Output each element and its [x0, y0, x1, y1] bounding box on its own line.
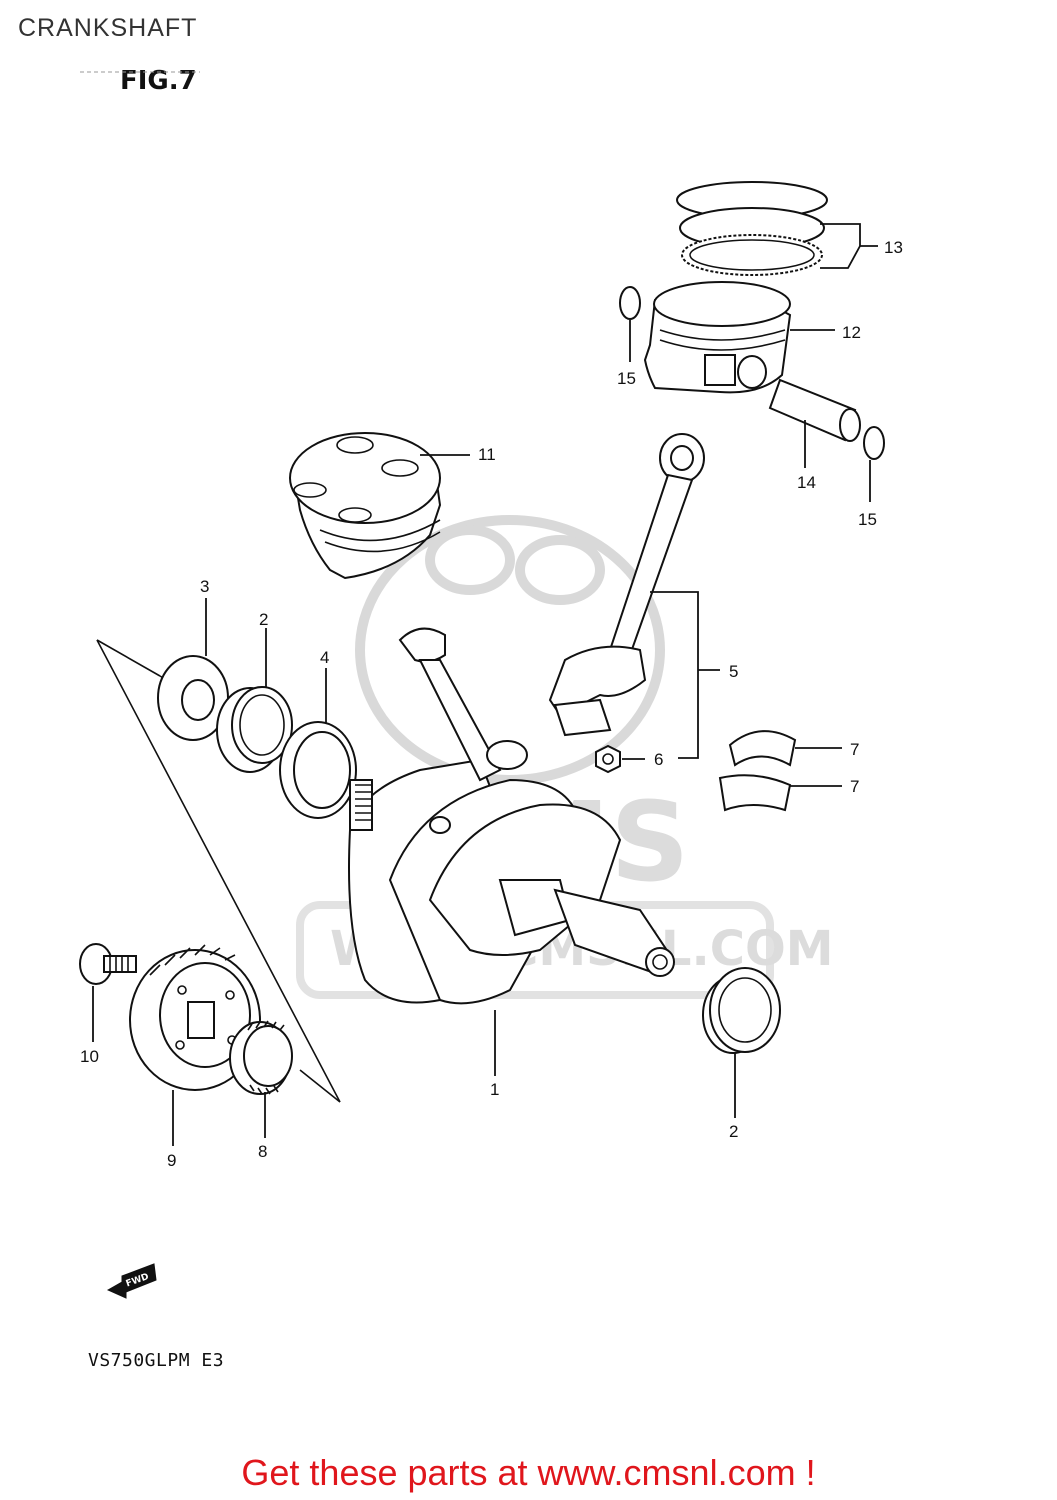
leader-5 — [650, 591, 699, 759]
figure-label: FIG.7 — [120, 66, 197, 96]
callout-13: 13 — [884, 238, 903, 257]
callout-7-upper: 7 — [850, 740, 859, 759]
callout-3: 3 — [200, 577, 209, 596]
parts-diagram: CMS WWW.CMSNL.COM — [79, 71, 903, 1299]
callout-10: 10 — [80, 1047, 99, 1066]
piston-part-11 — [289, 432, 442, 580]
gear-part-8 — [229, 1020, 293, 1095]
callout-11: 11 — [478, 445, 496, 464]
callout-9: 9 — [167, 1151, 176, 1170]
callout-12: 12 — [842, 323, 861, 342]
washer-part-3 — [157, 655, 229, 741]
leader-13b — [820, 245, 861, 269]
bearing-part-2-right — [702, 967, 781, 1054]
shim-part-4 — [279, 721, 357, 819]
callout-2-right: 2 — [729, 1122, 738, 1141]
piston-rings-part-13 — [676, 181, 828, 276]
callout-1: 1 — [490, 1080, 499, 1099]
circlip-part-15-upper — [619, 286, 641, 320]
callout-2-left: 2 — [259, 610, 268, 629]
callout-14: 14 — [797, 473, 816, 492]
model-code: VS750GLPM E3 — [88, 1350, 225, 1371]
callout-8: 8 — [258, 1142, 267, 1161]
bearing-part-7-upper — [728, 730, 797, 767]
piston-pin-part-14 — [768, 378, 861, 442]
fwd-arrow-icon: FWD — [106, 1263, 157, 1299]
callout-15-upper: 15 — [617, 369, 636, 388]
bearing-part-7-lower — [718, 774, 792, 812]
nut-part-6 — [595, 744, 621, 774]
bolt-part-10 — [79, 943, 137, 985]
circlip-part-15-lower — [863, 426, 885, 460]
bearing-part-2-left — [216, 686, 293, 773]
gear-part-9 — [129, 944, 261, 1091]
callout-6: 6 — [654, 750, 663, 769]
callout-15-lower: 15 — [858, 510, 877, 529]
callout-7-lower: 7 — [850, 777, 859, 796]
callout-4: 4 — [320, 648, 329, 667]
piston-part-12 — [643, 281, 792, 394]
crankshaft-part-1 — [348, 627, 675, 1005]
page-title: CRANKSHAFT — [18, 14, 198, 42]
parts-cta-banner: Get these parts at www.cmsnl.com ! — [0, 1452, 1057, 1494]
callout-5: 5 — [729, 662, 738, 681]
connecting-rod-part-5 — [548, 433, 705, 737]
parts-cta-link[interactable]: Get these parts at www.cmsnl.com ! — [241, 1452, 816, 1493]
leader-13a — [820, 223, 878, 247]
